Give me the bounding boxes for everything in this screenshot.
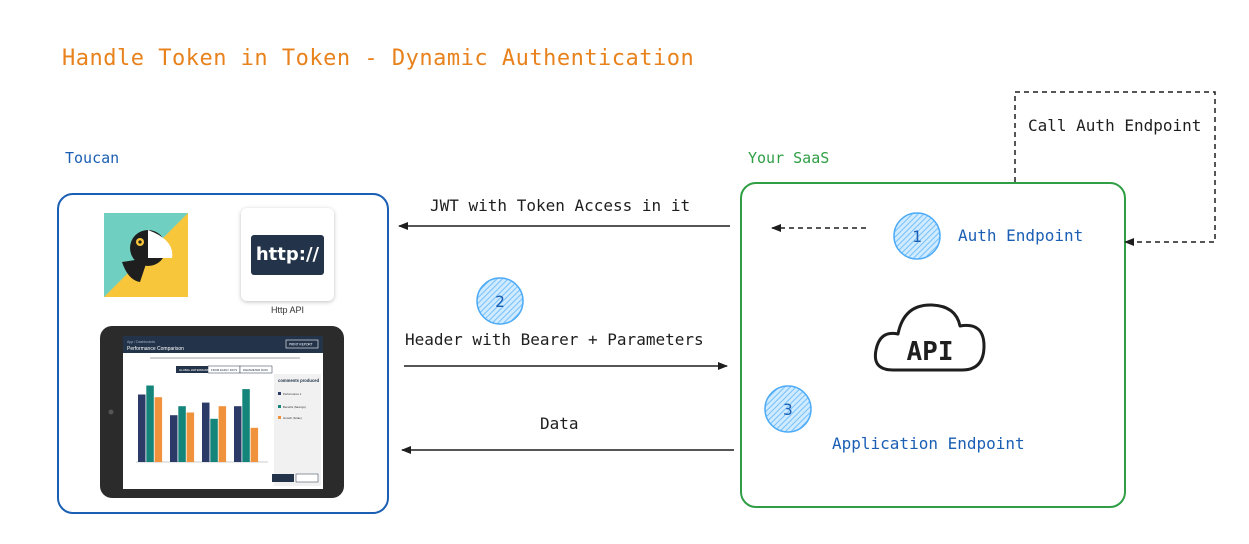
step-badge-2: 2 (476, 277, 524, 325)
tablet-bar-A-2 (146, 385, 154, 462)
toucan-label: Toucan (65, 149, 120, 167)
toucan-container (57, 193, 389, 514)
diagram-title: Handle Token in Token - Dynamic Authenti… (62, 46, 695, 71)
toucan-logo-icon (104, 213, 188, 297)
tablet-bar-D-1 (234, 406, 242, 462)
step-badge-1-number: 1 (912, 227, 922, 246)
tablet-bar-B-3 (186, 412, 195, 462)
tablet-bar-A-1 (138, 394, 146, 462)
tablet-legend-2: Benefits (Savings) (283, 405, 306, 409)
tablet-header (123, 336, 323, 353)
api-text: API (907, 337, 954, 367)
http-icon: http:// (251, 235, 324, 275)
tablet-tab-3[interactable]: PARAMETER DATA (243, 368, 268, 372)
tablet-dashboard: App / Dashboards Performance Comparison … (100, 326, 344, 498)
tablet-bar-D-2 (242, 389, 250, 462)
header-arrow-label: Header with Bearer + Parameters (405, 330, 704, 349)
http-api-caption: Http API (270, 305, 305, 315)
step-badge-3-number: 3 (783, 400, 793, 419)
api-cloud-icon: API (873, 303, 986, 372)
tablet-subtitle: App / Dashboards (127, 340, 155, 344)
saas-label: Your SaaS (748, 149, 830, 167)
tablet-print-button[interactable]: PRINT REPORT (289, 343, 313, 347)
auth-endpoint-label: Auth Endpoint (958, 226, 1084, 245)
step-badge-2-number: 2 (495, 292, 505, 311)
saas-container (740, 182, 1126, 508)
jwt-arrow-label: JWT with Token Access in it (430, 196, 691, 215)
tablet-bar-B-2 (178, 406, 186, 462)
tablet-legend-1: Performance 1 (283, 392, 302, 396)
tablet-bar-A-3 (154, 397, 163, 462)
application-endpoint-label: Application Endpoint (832, 434, 1025, 453)
tablet-bar-C-2 (210, 418, 218, 462)
call-auth-arrow (1014, 91, 1216, 246)
tablet-tab-2[interactable]: FROM EARLY DAYS (211, 368, 237, 372)
http-api-card: http:// (241, 208, 334, 301)
http-icon-text: http:// (255, 244, 320, 265)
tablet-sidebar-title: comments produced (278, 378, 320, 383)
tablet-bar-chart (136, 385, 268, 463)
call-auth-label: Call Auth Endpoint (1028, 116, 1202, 135)
step-badge-1: 1 (893, 212, 941, 260)
tablet-title: Performance Comparison (127, 346, 184, 352)
tablet-bar-D-3 (250, 427, 259, 462)
tablet-tab-1[interactable]: GLOBAL WATERMARK (179, 368, 209, 372)
tablet-bar-C-1 (202, 402, 210, 462)
tablet-bar-B-1 (170, 415, 178, 462)
data-arrow-label: Data (540, 414, 579, 433)
step-badge-3: 3 (764, 385, 812, 433)
tablet-bar-C-3 (218, 406, 227, 462)
tablet-legend-3: Growth (Scale) (283, 416, 302, 420)
